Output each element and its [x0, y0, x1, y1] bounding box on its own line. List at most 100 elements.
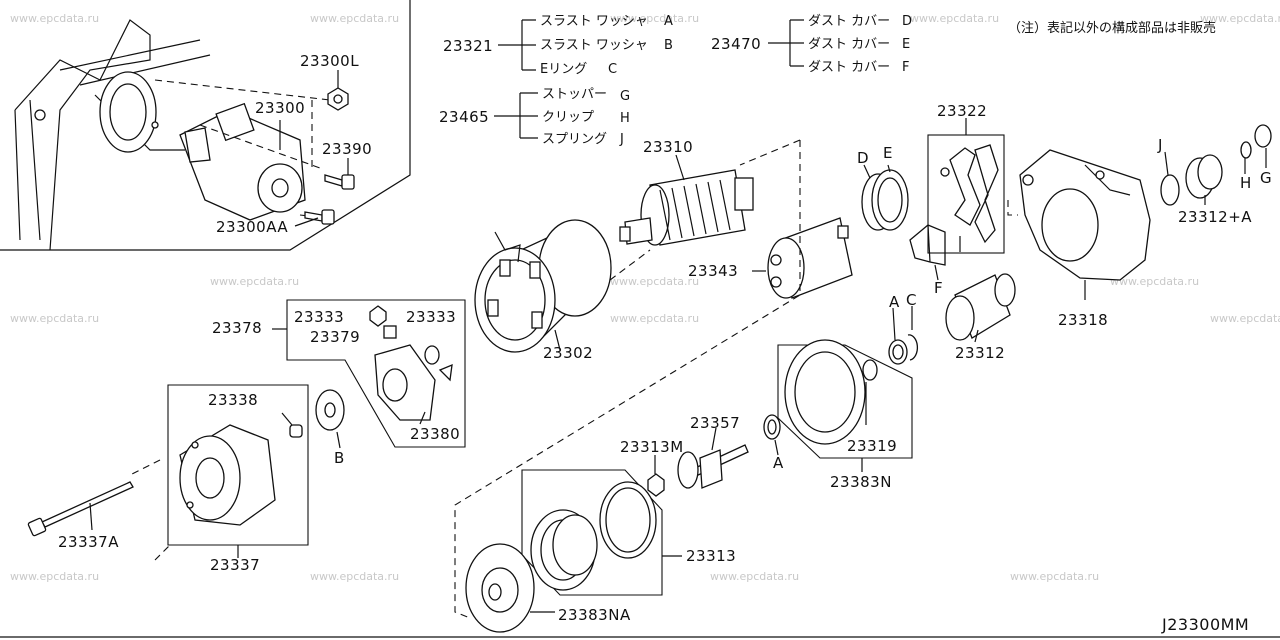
callout-label: 23337A [58, 533, 119, 551]
callout-label: 23318 [1058, 311, 1108, 329]
letter-label: A [773, 454, 784, 472]
group-23322 [927, 118, 1005, 254]
washer-A-C [763, 334, 918, 440]
dust-cover-D-E [861, 164, 909, 231]
callout-label: 23333 [294, 308, 344, 326]
footnote: （注）表記以外の構成部品は非販売 [1008, 20, 1216, 36]
legend-item-name: ダスト カバー [808, 14, 890, 29]
callout-label: 23300L [300, 52, 359, 70]
callout-label: 23313 [686, 547, 736, 565]
legend-item-name: スラスト ワッシャ [540, 14, 648, 29]
callout-label: 23333 [406, 308, 456, 326]
leader-lines [774, 148, 1267, 456]
bolt-23390 [324, 174, 355, 190]
bolt-23300AA [304, 209, 335, 225]
callout-label: 23319 [847, 437, 897, 455]
letter-label: C [906, 291, 917, 309]
letter-label: A [889, 293, 900, 311]
watermark: www.epcdata.ru [10, 312, 99, 325]
letter-label: G [1260, 169, 1272, 187]
legend-item-letter: H [620, 111, 630, 126]
watermarks: www.epcdata.ru www.epcdata.ru www.epcdat… [10, 12, 1280, 583]
legend-item-name: ストッパー [542, 87, 607, 102]
letter-label: H [1240, 174, 1252, 192]
watermark: www.epcdata.ru [10, 12, 99, 25]
legend-item-name: Eリング [540, 62, 587, 77]
pinion-23312A [1160, 124, 1272, 206]
legend-item-name: クリップ [542, 110, 594, 125]
legend-23465: 23465 ストッパー G クリップ H スプリング J [439, 87, 630, 147]
callout-label: 23338 [208, 391, 258, 409]
letter-label: F [934, 279, 943, 297]
callout-label: 23312 [955, 344, 1005, 362]
watermark: www.epcdata.ru [710, 570, 799, 583]
watermark: www.epcdata.ru [310, 570, 399, 583]
watermark: www.epcdata.ru [310, 12, 399, 25]
callout-label: 23380 [410, 425, 460, 443]
watermark: www.epcdata.ru [1200, 12, 1280, 25]
callout-label: 23300AA [216, 218, 288, 236]
yoke-23302 [474, 219, 612, 353]
watermark: www.epcdata.ru [610, 12, 699, 25]
legend-item-letter: A [664, 14, 673, 29]
clutch-23312 [945, 273, 1016, 343]
callout-label: 23302 [543, 344, 593, 362]
legend-item-letter: F [902, 60, 909, 75]
legend-item-letter: J [619, 132, 624, 147]
callout-label: 23300 [255, 99, 305, 117]
watermark: www.epcdata.ru [610, 312, 699, 325]
legend-23470: 23470 ダスト カバー D ダスト カバー E ダスト カバー F [711, 14, 912, 75]
letter-label: B [334, 449, 345, 467]
group-23383N [777, 339, 913, 472]
washer-B [315, 389, 345, 449]
letter-label: E [883, 144, 893, 162]
watermark: www.epcdata.ru [610, 275, 699, 288]
watermark: www.epcdata.ru [1010, 570, 1099, 583]
callout-label: 23313M [620, 438, 684, 456]
watermark: www.epcdata.ru [10, 570, 99, 583]
watermark: www.epcdata.ru [1110, 275, 1199, 288]
legend-item-letter: D [902, 14, 912, 29]
legend-item-name: スラスト ワッシャ [540, 38, 648, 53]
installation-inset [0, 0, 411, 251]
group-23337 [129, 384, 309, 561]
part-number: 23465 [439, 108, 489, 126]
callout-label: 23383NA [558, 606, 631, 624]
watermark: www.epcdata.ru [910, 12, 999, 25]
letter-label: J [1157, 136, 1163, 154]
callout-label: 23310 [643, 138, 693, 156]
legend-item-letter: B [664, 38, 673, 53]
callout-label: 23337 [210, 556, 260, 574]
legend-item-letter: E [902, 37, 910, 52]
legend-item-name: スプリング [542, 132, 607, 147]
legend-23321: 23321 スラスト ワッシャ A スラスト ワッシャ B Eリング C [443, 14, 673, 77]
plate-23383NA [465, 543, 555, 633]
legend-item-letter: C [608, 62, 617, 77]
part-number: 23321 [443, 37, 493, 55]
watermark: www.epcdata.ru [210, 275, 299, 288]
callout-label: 23390 [322, 140, 372, 158]
nut-23300L [327, 87, 349, 111]
callout-label: 23357 [690, 414, 740, 432]
watermark: www.epcdata.ru [1210, 312, 1280, 325]
callout-labels: 23300L 23300 23390 23300AA 23310 23322 2… [58, 52, 1272, 624]
through-bolt-23337A [27, 481, 134, 537]
callout-label: 23378 [212, 319, 262, 337]
group-23378 [272, 299, 466, 448]
callout-label: 23379 [310, 328, 360, 346]
armature-23310 [619, 154, 754, 246]
housing-23318 [1007, 149, 1151, 300]
diagram-code: J23300MM [1161, 615, 1249, 634]
shaft-23357 [647, 427, 749, 497]
callout-label: 23343 [688, 262, 738, 280]
letter-label: D [857, 149, 869, 167]
callout-label: 23312+A [1178, 208, 1252, 226]
callout-label: 23322 [937, 102, 987, 120]
callout-label: 23383N [830, 473, 892, 491]
solenoid-23343 [752, 217, 853, 299]
legend-item-name: ダスト カバー [808, 60, 890, 75]
legend-item-name: ダスト カバー [808, 37, 890, 52]
assembly-axis [454, 139, 801, 619]
part-number: 23470 [711, 35, 761, 53]
